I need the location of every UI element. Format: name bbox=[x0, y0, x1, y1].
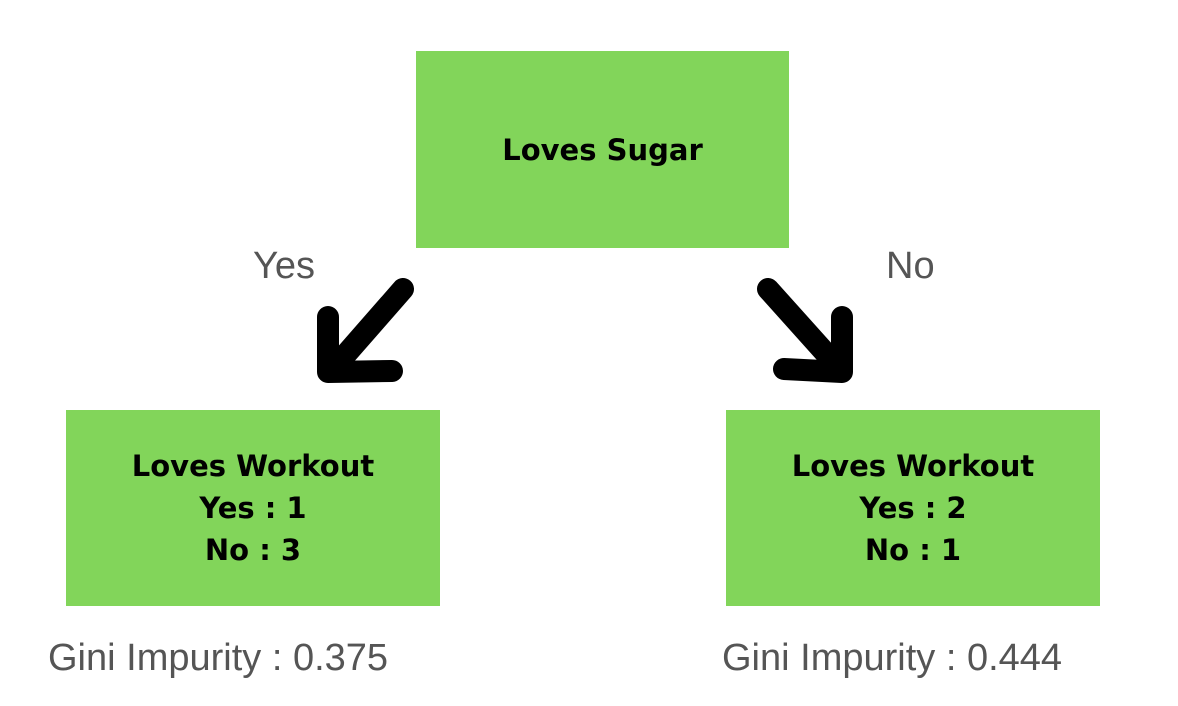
right-gini-impurity: Gini Impurity : 0.444 bbox=[722, 637, 1063, 679]
right-child-title: Loves Workout bbox=[791, 449, 1035, 483]
yes-edge-label: Yes bbox=[253, 245, 315, 287]
no-edge-label: No bbox=[886, 245, 935, 287]
right-arrow-head bbox=[773, 306, 853, 383]
left-child-no-count: No : 3 bbox=[204, 533, 302, 567]
root-node: Loves Sugar bbox=[416, 51, 789, 248]
left-child-node: Loves Workout Yes : 1 No : 3 bbox=[66, 410, 440, 606]
left-gini-impurity: Gini Impurity : 0.375 bbox=[48, 637, 389, 679]
right-child-node: Loves Workout Yes : 2 No : 1 bbox=[726, 410, 1100, 606]
left-arrow-shaft bbox=[322, 278, 414, 380]
right-child-no-count: No : 1 bbox=[864, 533, 962, 567]
left-child-yes-count: Yes : 1 bbox=[199, 491, 307, 525]
right-arrow-shaft bbox=[757, 278, 849, 378]
left-child-title: Loves Workout bbox=[131, 449, 375, 483]
right-child-yes-count: Yes : 2 bbox=[859, 491, 967, 525]
left-arrow-icon bbox=[317, 278, 414, 383]
right-arrow-icon bbox=[757, 278, 853, 383]
left-arrow-head bbox=[317, 306, 403, 383]
root-node-label: Loves Sugar bbox=[502, 132, 703, 167]
